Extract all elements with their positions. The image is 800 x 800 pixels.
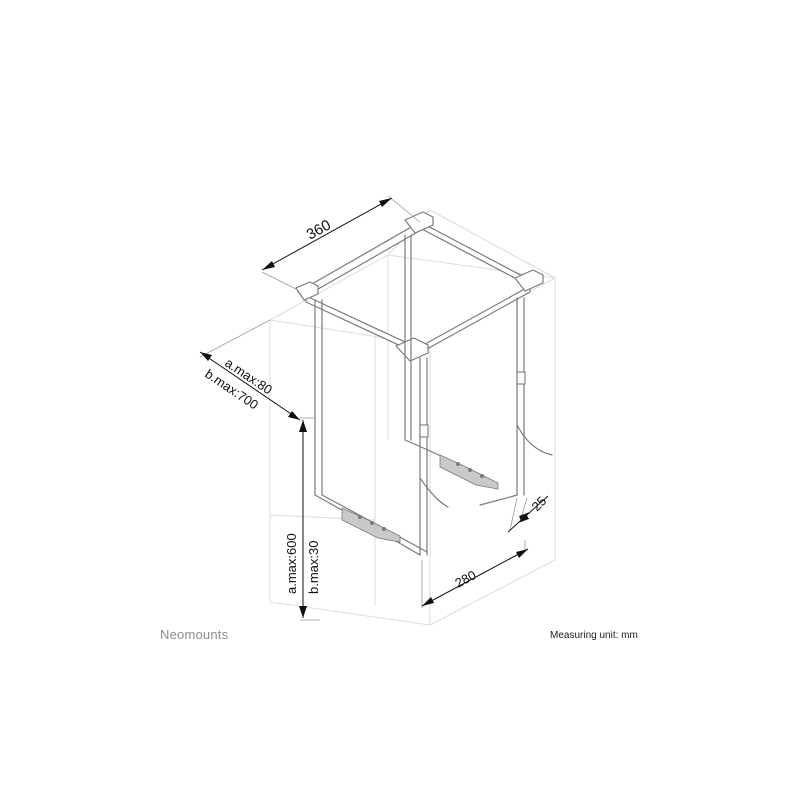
anti-slip-pad: [439, 454, 499, 490]
mount-frame: [295, 211, 553, 556]
brand-logo-text: Neomounts: [160, 627, 229, 642]
dimension-height-a-label: a.max:600: [284, 533, 299, 594]
dimension-height: a.max:600 b.max:30: [284, 417, 321, 621]
dimension-base: 280: [421, 540, 529, 608]
dimension-depth: a.max:80 b.max:700: [199, 319, 301, 421]
dimension-height-b-label: b.max:30: [306, 541, 321, 594]
dimension-gap: 25: [507, 493, 549, 533]
measuring-unit-note: Measuring unit: mm: [550, 630, 638, 641]
dimension-width-label: 360: [304, 216, 334, 243]
anti-slip-pad: [341, 507, 401, 543]
